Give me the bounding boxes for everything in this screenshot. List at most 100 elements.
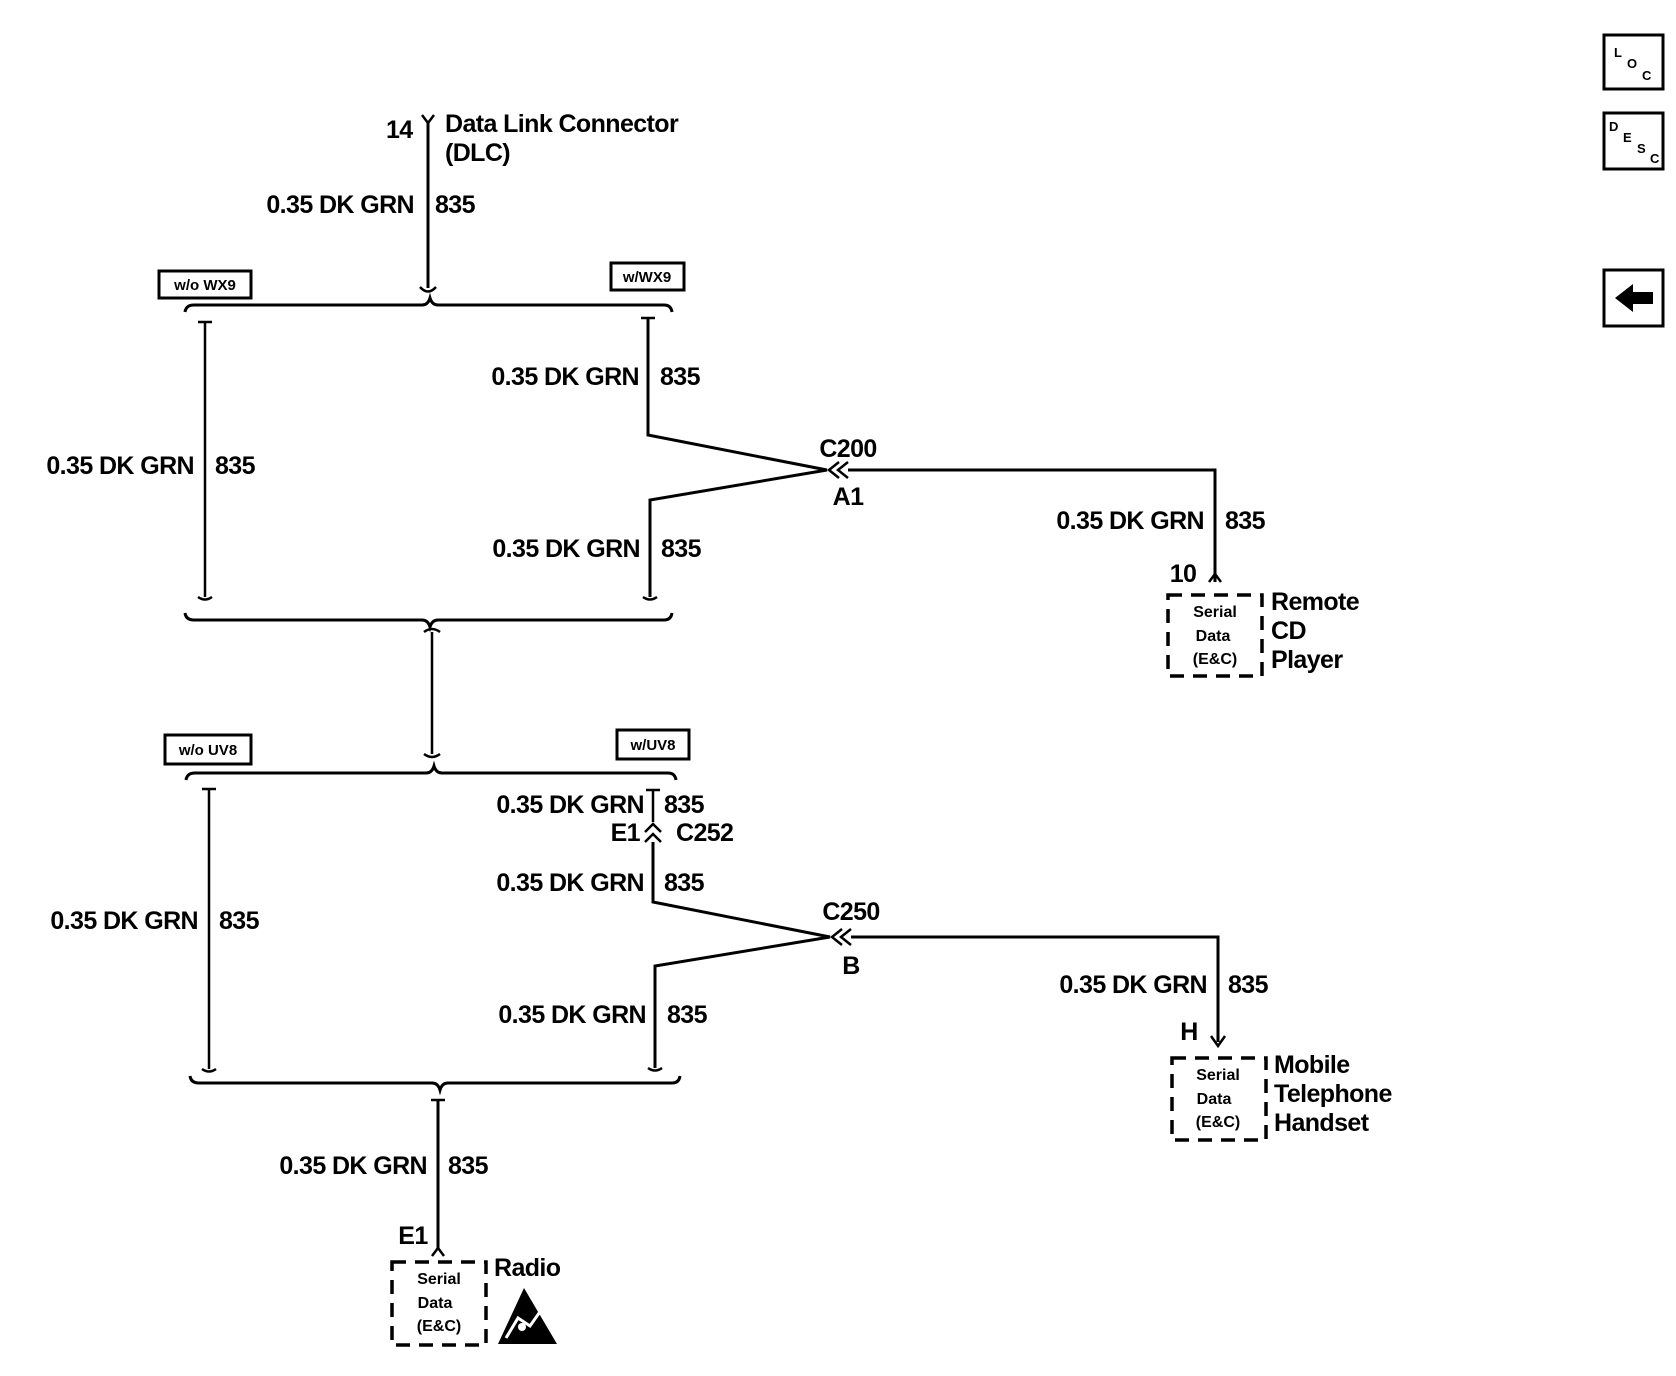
wire-spec-label: 0.35 DK GRN [496, 791, 644, 819]
desc-letter-d: D [1609, 119, 1618, 134]
with-uv8-lower-wire [653, 935, 831, 1068]
radio-serial-box [390, 1260, 488, 1347]
mobile-telephone-handset: H Serial Data (E&C) Mobile Telephone Han… [1170, 1018, 1393, 1142]
wire-circuit-label: 835 [215, 452, 256, 480]
wx9-bottom-bracket [183, 612, 674, 633]
serial-box-line3: (E&C) [1193, 651, 1237, 668]
with-uv8-upper-stub [646, 788, 660, 822]
wire-circuit-label: 835 [219, 907, 260, 935]
radio-pin-symbol [431, 1245, 445, 1257]
uv8-option-section: w/o UV8 w/UV8 0.35 DK GRN 835 0.35 DK GR… [50, 728, 831, 1096]
wire-circuit-label: 835 [435, 191, 476, 219]
telephone-name-line1: Mobile [1274, 1051, 1350, 1079]
wire-spec-label: 0.35 DK GRN [50, 907, 198, 935]
wire-circuit-label: 835 [660, 363, 701, 391]
without-wx9-wire [197, 320, 213, 601]
serial-box-line1: Serial [1193, 604, 1237, 621]
wire-circuit-label: 835 [664, 791, 705, 819]
wire-spec-label: 0.35 DK GRN [46, 452, 194, 480]
telephone-name-line2: Telephone [1274, 1080, 1392, 1108]
dlc-name-line1: Data Link Connector [445, 110, 679, 138]
cd-player-feed-wire [848, 468, 1217, 582]
remote-cd-player: 10 Serial Data (E&C) Remote CD Player [1166, 560, 1360, 678]
uv8-top-bracket [184, 760, 678, 781]
telephone-name-line3: Handset [1274, 1109, 1370, 1137]
without-wx9-tag-box [157, 269, 253, 300]
dlc-connector: 14 Data Link Connector (DLC) 0.35 DK GRN… [266, 110, 680, 293]
wire-spec-label: 0.35 DK GRN [496, 869, 644, 897]
serial-box-line3: (E&C) [1196, 1114, 1240, 1131]
wire-spec-label: 0.35 DK GRN [498, 1001, 646, 1029]
wire-spec-label: 0.35 DK GRN [491, 363, 639, 391]
wx9-option-section: w/o WX9 w/WX9 0.35 DK GRN 835 0.35 DK GR… [46, 261, 828, 633]
without-wx9-tag: w/o WX9 [173, 277, 236, 294]
wire-spec-label: 0.35 DK GRN [1056, 507, 1204, 535]
wire-circuit-label: 835 [664, 869, 705, 897]
wire-circuit-label: 835 [661, 535, 702, 563]
loc-letter-c: C [1642, 68, 1652, 83]
desc-letter-e: E [1623, 130, 1632, 145]
c250-connector-symbol [829, 928, 852, 946]
with-uv8-tag-box [615, 728, 691, 761]
radio-pin-number: E1 [398, 1222, 428, 1250]
telephone-pin-symbol [1209, 1035, 1227, 1049]
desc-letter-c: C [1650, 151, 1660, 166]
with-wx9-lower-wire [648, 468, 828, 597]
loc-letter-l: L [1614, 45, 1622, 60]
c200-pin: A1 [833, 483, 864, 511]
uv8-bottom-bracket [188, 1075, 682, 1096]
c252-pin: E1 [611, 819, 641, 847]
with-wx9-tag: w/WX9 [622, 269, 671, 286]
serial-box-line1: Serial [417, 1271, 461, 1288]
c250-pin: B [842, 952, 859, 980]
c200-id: C200 [819, 435, 876, 463]
desc-button[interactable]: D E S C [1602, 111, 1665, 171]
c250-connector: C250 B 0.35 DK GRN 835 [822, 898, 1269, 1049]
wire-circuit-label: 835 [1225, 507, 1266, 535]
cd-player-pin-number: 10 [1170, 560, 1197, 588]
telephone-pin-letter: H [1180, 1018, 1197, 1046]
loc-button[interactable]: L O C [1602, 33, 1665, 91]
serial-box-line3: (E&C) [417, 1318, 461, 1335]
dlc-pin-symbol [421, 114, 435, 126]
serial-box-line2: Data [418, 1295, 453, 1312]
without-uv8-tag-box [163, 733, 253, 766]
esd-warning-icon [498, 1288, 557, 1344]
serial-box-line2: Data [1196, 628, 1231, 645]
bracket-link-wire [423, 627, 441, 759]
wire-circuit-label: 835 [667, 1001, 708, 1029]
radio-component: 0.35 DK GRN 835 E1 Serial Data (E&C) Rad… [279, 1098, 561, 1347]
wire-spec-label: 0.35 DK GRN [279, 1152, 427, 1180]
with-uv8-upper-wire [651, 842, 831, 939]
telephone-feed-wire [851, 935, 1220, 1042]
dlc-pin-number: 14 [386, 116, 413, 144]
dlc-name-line2: (DLC) [445, 139, 510, 167]
with-uv8-lower-cap [647, 1066, 663, 1072]
with-wx9-upper-wire [646, 318, 828, 472]
desc-letter-s: S [1637, 141, 1646, 156]
cd-player-name-line3: Player [1271, 646, 1343, 674]
splice-cap [419, 286, 437, 293]
with-uv8-tag: w/UV8 [629, 737, 675, 754]
cd-player-name-line2: CD [1271, 617, 1306, 645]
with-wx9-lower-cap [642, 595, 658, 601]
left-arrow-icon [1615, 284, 1653, 312]
telephone-serial-box [1170, 1056, 1268, 1142]
c252-connector-symbol [644, 822, 662, 843]
without-uv8-wire [201, 787, 217, 1073]
cd-player-pin-symbol [1208, 571, 1222, 583]
c200-connector: C200 A1 0.35 DK GRN 835 [819, 435, 1266, 583]
cd-player-serial-box [1166, 593, 1264, 678]
radio-name: Radio [494, 1254, 561, 1282]
loc-letter-o: O [1627, 56, 1637, 71]
wire-spec-label: 0.35 DK GRN [492, 535, 640, 563]
back-button[interactable] [1602, 268, 1665, 328]
wire-spec-label: 0.35 DK GRN [266, 191, 414, 219]
wire-circuit-label: 835 [448, 1152, 489, 1180]
wire-circuit-label: 835 [1228, 971, 1269, 999]
cd-player-name-line1: Remote [1271, 588, 1360, 616]
serial-box-line1: Serial [1196, 1067, 1240, 1084]
serial-box-line2: Data [1197, 1091, 1232, 1108]
c250-id: C250 [822, 898, 879, 926]
